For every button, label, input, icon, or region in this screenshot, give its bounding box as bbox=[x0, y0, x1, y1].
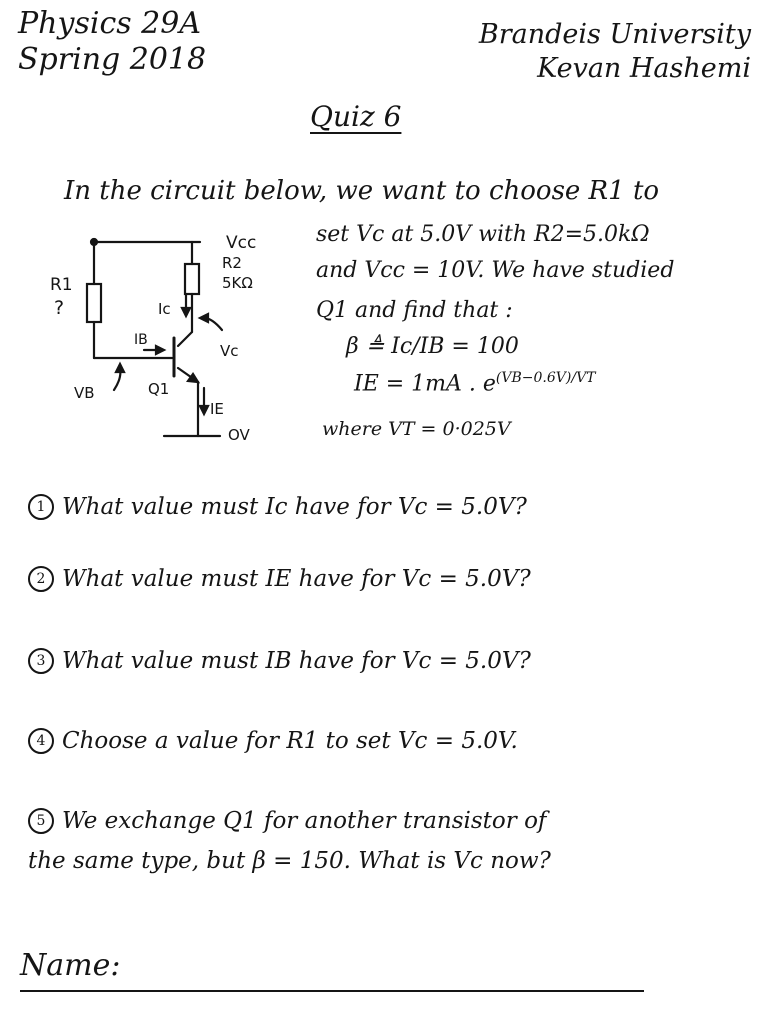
r1-value: ? bbox=[54, 297, 64, 319]
beta-definition: β ≜ Ic/IB = 100 bbox=[346, 334, 519, 359]
r2-label: R2 bbox=[222, 254, 242, 272]
vb-label: VB bbox=[74, 384, 95, 402]
r1-label: R1 bbox=[50, 275, 73, 295]
vb-pointer-head bbox=[114, 361, 126, 374]
emitter-current-equation: IE = 1mA . e(VB−0.6V)/VT bbox=[354, 370, 596, 396]
ib-arrow-head bbox=[154, 344, 167, 356]
question-2-text: What value must IE have for Vc = 5.0V? bbox=[62, 566, 531, 592]
author-name: Kevan Hashemi bbox=[537, 53, 751, 84]
course-name: Physics 29A bbox=[18, 6, 202, 41]
question-3: 3 What value must IB have for Vc = 5.0V? bbox=[28, 648, 531, 674]
question-5-continued: the same type, but β = 150. What is Vc n… bbox=[28, 848, 551, 874]
question-2: 2 What value must IE have for Vc = 5.0V? bbox=[28, 566, 531, 592]
intro-line-4: Q1 and find that : bbox=[316, 298, 513, 323]
question-2-number: 2 bbox=[28, 566, 54, 592]
question-1-text: What value must Ic have for Vc = 5.0V? bbox=[62, 494, 527, 520]
collector-lead bbox=[176, 330, 194, 348]
ground-label: OV bbox=[228, 426, 251, 444]
intro-line-3: and Vcc = 10V. We have studied bbox=[316, 258, 675, 283]
vc-label: Vc bbox=[220, 342, 239, 360]
r2-resistor bbox=[183, 262, 201, 296]
intro-line-1: In the circuit below, we want to choose … bbox=[64, 176, 660, 206]
university-name: Brandeis University bbox=[478, 19, 751, 50]
course-term: Spring 2018 bbox=[18, 42, 207, 77]
ib-label: IB bbox=[134, 332, 148, 348]
name-label: Name: bbox=[20, 948, 121, 983]
r1-resistor bbox=[85, 282, 103, 324]
ie-arrow-head bbox=[198, 404, 210, 417]
emitter-equation-exponent: (VB−0.6V)/VT bbox=[495, 370, 596, 386]
ie-label: IE bbox=[210, 400, 224, 418]
ic-label: Ic bbox=[158, 300, 171, 318]
question-3-number: 3 bbox=[28, 648, 54, 674]
name-underline bbox=[20, 990, 644, 992]
q1-label: Q1 bbox=[148, 380, 169, 398]
emitter-arrow bbox=[186, 372, 201, 384]
vcc-label: Vcc bbox=[226, 233, 256, 253]
r2-value: 5KΩ bbox=[222, 274, 253, 292]
question-4: 4 Choose a value for R1 to set Vc = 5.0V… bbox=[28, 728, 518, 754]
course-heading: Physics 29A Spring 2018 bbox=[18, 6, 206, 78]
ic-arrow-head bbox=[180, 306, 192, 319]
institution-heading: Brandeis University Kevan Hashemi bbox=[479, 18, 751, 86]
transistor-circuit-diagram: Vcc R2 5KΩ R1 ? Ic IB Vc VB Q1 IE OV bbox=[50, 233, 256, 444]
emitter-equation-base: IE = 1mA . e bbox=[354, 371, 496, 397]
question-3-text: What value must IB have for Vc = 5.0V? bbox=[62, 648, 531, 674]
question-1: 1 What value must Ic have for Vc = 5.0V? bbox=[28, 494, 527, 520]
question-5-text: We exchange Q1 for another transistor of bbox=[62, 808, 547, 834]
question-1-number: 1 bbox=[28, 494, 54, 520]
vc-pointer-head bbox=[197, 312, 210, 324]
question-5: 5 We exchange Q1 for another transistor … bbox=[28, 808, 546, 834]
question-4-number: 4 bbox=[28, 728, 54, 754]
question-5-number: 5 bbox=[28, 808, 54, 834]
question-4-text: Choose a value for R1 to set Vc = 5.0V. bbox=[62, 728, 518, 754]
intro-line-2: set Vc at 5.0V with R2=5.0kΩ bbox=[316, 222, 650, 247]
quiz-title: Quiz 6 bbox=[310, 100, 402, 133]
thermal-voltage-note: where VT = 0·025V bbox=[322, 418, 511, 440]
